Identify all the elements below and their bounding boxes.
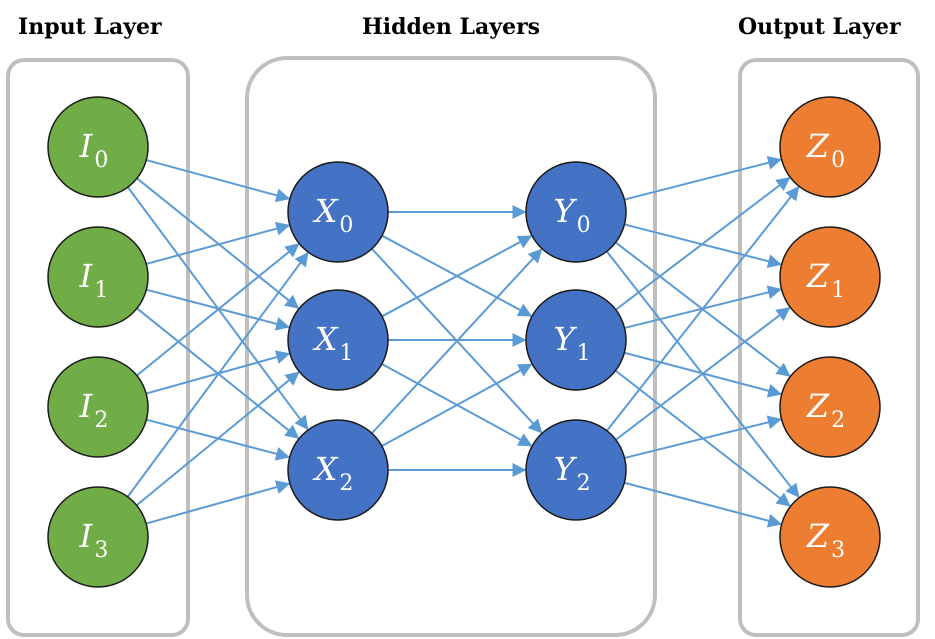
node-i1: I1 (47, 226, 149, 328)
node-circle (287, 419, 389, 521)
edge-i1-to-x0 (145, 221, 291, 265)
node-z2: Z2 (779, 356, 881, 458)
edge-x2-to-y0 (371, 248, 543, 434)
edge-y2-to-z2 (624, 415, 782, 459)
node-label: X0 (312, 192, 354, 238)
node-label: I1 (79, 257, 109, 303)
connection-edges (126, 155, 800, 528)
node-label: X1 (312, 320, 354, 366)
node-i0: I0 (47, 96, 149, 198)
node-circle (525, 419, 627, 521)
hidden-layers-title: Hidden Layers (362, 14, 541, 40)
node-z1: Z1 (779, 226, 881, 328)
input-layer-panel (6, 58, 190, 637)
edge-y2-to-z1 (615, 307, 791, 441)
node-z3: Z3 (779, 486, 881, 588)
edge-i3-to-x1 (136, 371, 300, 507)
node-x0: X0 (287, 161, 389, 263)
output-layer-panel (738, 58, 920, 637)
node-label: Z2 (806, 387, 845, 433)
node-circle (287, 289, 389, 391)
edge-i3-to-x2 (145, 480, 291, 525)
node-label: Z0 (806, 127, 845, 173)
edge-y1-to-z0 (615, 177, 791, 311)
edge-y2-to-z0 (606, 185, 800, 432)
node-circle (47, 356, 149, 458)
edge-y2-to-z3 (624, 481, 783, 528)
node-circle (779, 486, 881, 588)
edge-y0-to-z0 (624, 155, 782, 201)
node-circle (779, 226, 881, 328)
node-label: Z1 (806, 257, 845, 303)
edge-i2-to-x0 (136, 243, 300, 377)
node-i2: I2 (47, 356, 149, 458)
node-label: Y1 (553, 320, 590, 366)
edge-i0-to-x1 (136, 177, 300, 309)
node-x1: X1 (287, 289, 389, 391)
edge-i1-to-x1 (146, 288, 291, 331)
node-y1: Y1 (525, 289, 627, 391)
node-i3: I3 (47, 486, 149, 588)
node-circle (779, 96, 881, 198)
node-circle (47, 96, 149, 198)
edge-i0-to-x0 (145, 159, 291, 203)
node-y0: Y0 (525, 161, 627, 263)
node-circle (525, 289, 627, 391)
node-label: Z3 (806, 517, 845, 563)
edge-x1-to-y0 (381, 235, 533, 318)
node-label: I3 (79, 517, 109, 563)
node-circle (287, 161, 389, 263)
node-label: X2 (312, 450, 354, 496)
edge-x2-to-y1 (381, 363, 533, 447)
node-y2: Y2 (525, 419, 627, 521)
node-label: Y0 (553, 192, 590, 238)
node-x2: X2 (287, 419, 389, 521)
node-label: I0 (79, 127, 109, 173)
node-z0: Z0 (779, 96, 881, 198)
edge-i3-to-x0 (126, 251, 309, 498)
node-circle (779, 356, 881, 458)
input-layer-title: Input Layer (18, 14, 162, 40)
node-circle (47, 486, 149, 588)
node-label: Y2 (553, 450, 590, 496)
node-circle (525, 161, 627, 263)
node-circle (47, 226, 149, 328)
node-label: I2 (79, 387, 109, 433)
output-layer-title: Output Layer (738, 14, 901, 40)
